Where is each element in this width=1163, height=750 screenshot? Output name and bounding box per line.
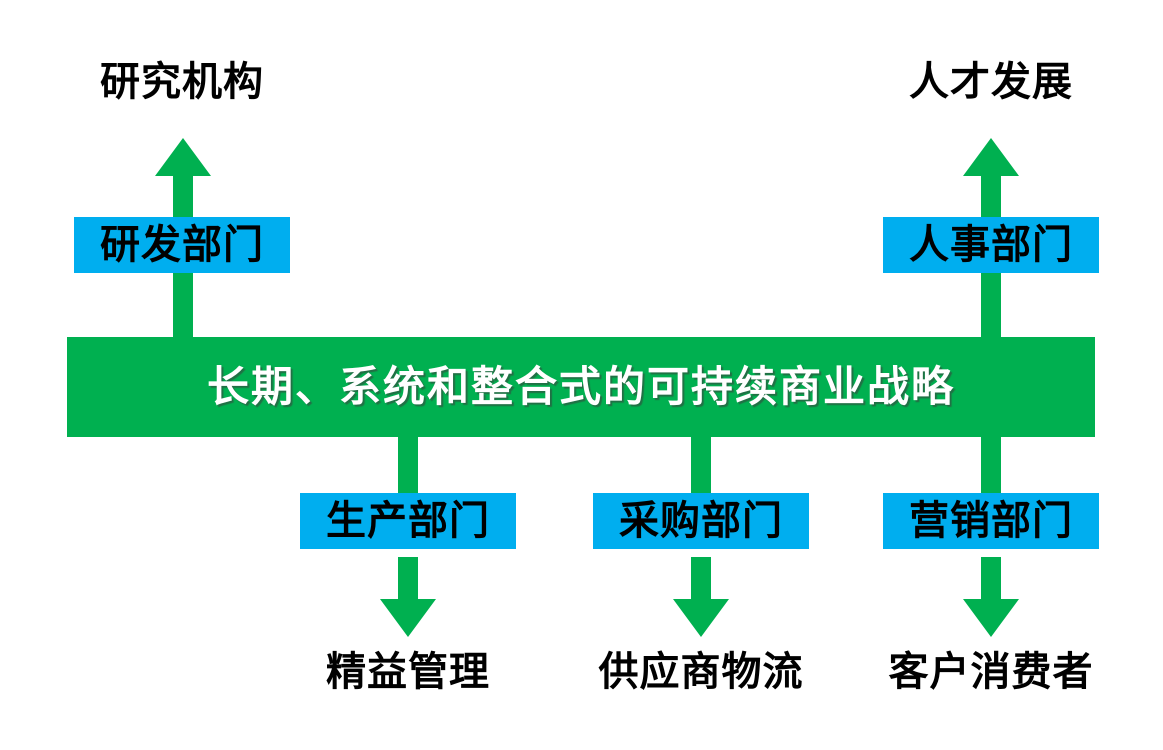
connector-banner-to-hr — [981, 273, 1001, 339]
dept-box-procurement-label: 采购部门 — [619, 498, 783, 544]
dept-box-marketing[interactable]: 营销部门 — [883, 493, 1099, 549]
dept-box-marketing-label: 营销部门 — [909, 498, 1073, 544]
connector-banner-to-production — [398, 437, 418, 493]
connector-banner-to-marketing — [981, 437, 1001, 493]
arrow-down-production-to-lean — [380, 557, 436, 637]
dept-box-rd-label: 研发部门 — [100, 222, 264, 268]
outcome-label-talent-development: 人才发展 — [909, 59, 1073, 105]
arrow-down-marketing-to-customer — [963, 557, 1019, 637]
dept-box-procurement[interactable]: 采购部门 — [593, 493, 809, 549]
dept-box-production-label: 生产部门 — [326, 498, 490, 544]
strategy-banner-label: 长期、系统和整合式的可持续商业战略 — [206, 362, 955, 411]
strategy-banner: 长期、系统和整合式的可持续商业战略 — [67, 337, 1095, 437]
arrow-down-procurement-to-supplier — [673, 557, 729, 637]
dept-box-hr[interactable]: 人事部门 — [883, 217, 1099, 273]
outcome-label-supplier-logistics: 供应商物流 — [598, 649, 804, 695]
connector-banner-to-procurement — [691, 437, 711, 493]
dept-box-hr-label: 人事部门 — [909, 222, 1073, 268]
dept-box-rd[interactable]: 研发部门 — [74, 217, 290, 273]
dept-box-production[interactable]: 生产部门 — [300, 493, 516, 549]
connector-banner-to-rd — [173, 273, 193, 339]
outcome-label-customer-consumer: 客户消费者 — [888, 649, 1094, 695]
arrow-up-rd-to-research — [155, 138, 211, 218]
outcome-label-lean-management: 精益管理 — [326, 649, 490, 695]
arrow-up-hr-to-talent — [963, 138, 1019, 218]
outcome-label-research-institution: 研究机构 — [100, 59, 264, 105]
